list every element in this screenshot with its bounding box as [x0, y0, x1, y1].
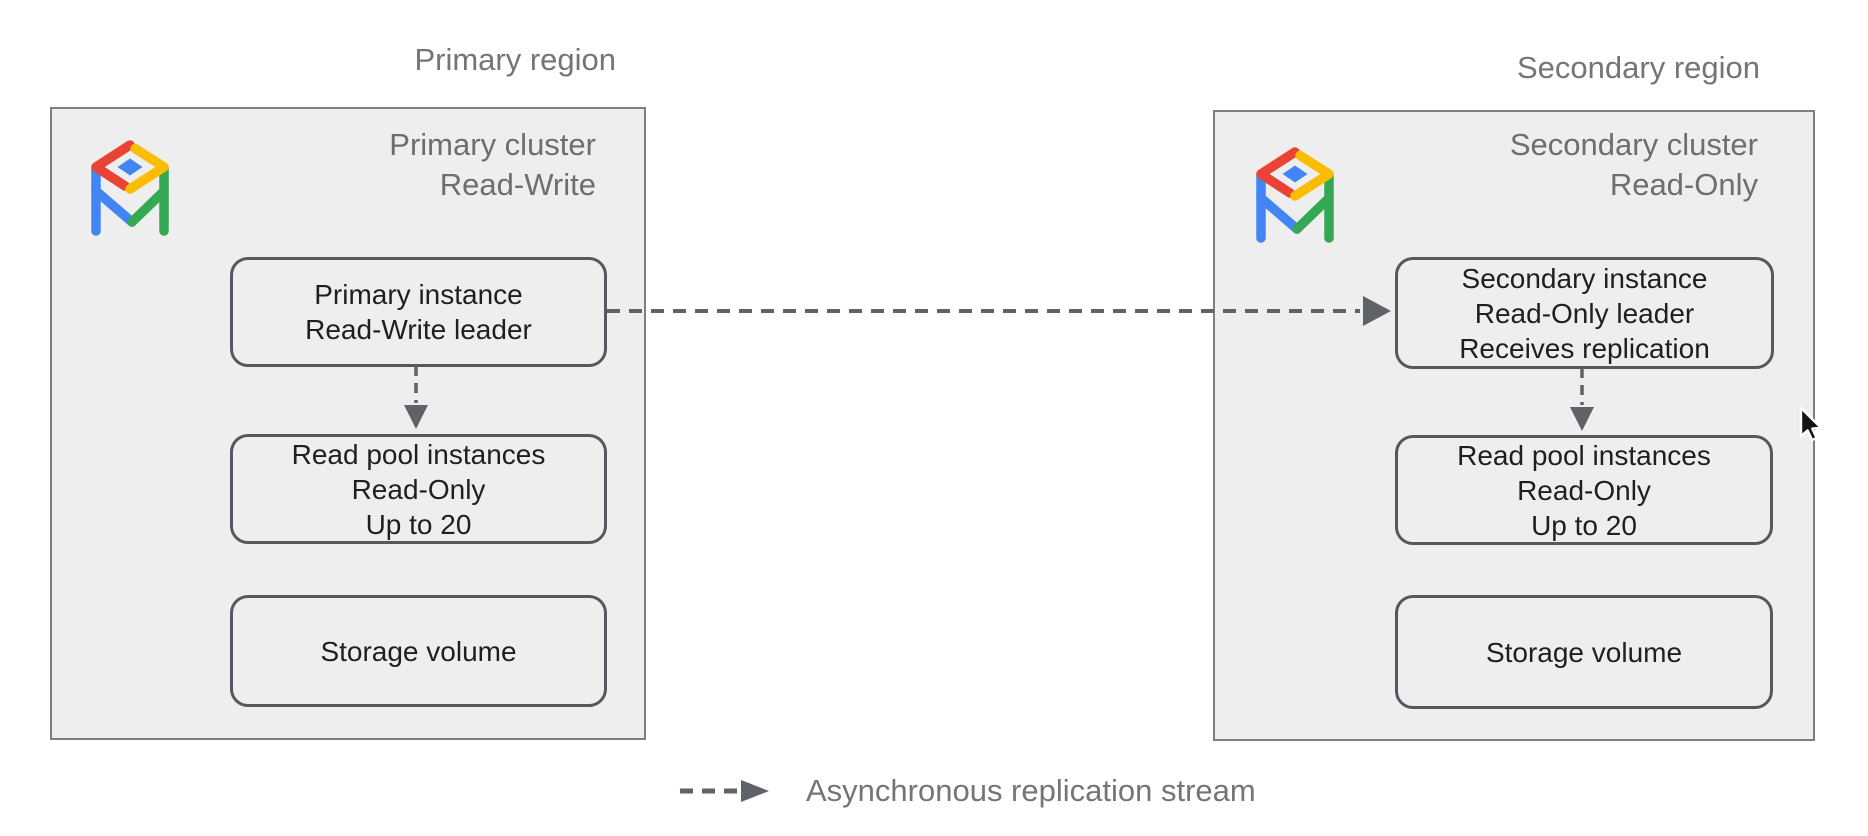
primary-read-pool-node: Read pool instances Read-Only Up to 20: [230, 434, 607, 544]
icon-right-beam: [1292, 193, 1334, 234]
node-line: Read-Write leader: [305, 314, 532, 345]
node-line: Storage volume: [320, 635, 517, 667]
legend-label: Asynchronous replication stream: [806, 773, 1256, 808]
node-line: Secondary instance: [1461, 262, 1708, 294]
node-line: Read pool instances: [1457, 439, 1711, 471]
alloydb-icon: [1256, 147, 1334, 243]
node-line: Receives replication: [1459, 332, 1710, 364]
primary-instance-node: Primary instance Read-Write leader: [230, 257, 607, 367]
secondary-region-label: Secondary region: [1517, 50, 1760, 85]
mouse-cursor: [1799, 406, 1823, 442]
primary-cluster-box: Primary cluster Read-Write Primary insta…: [50, 107, 646, 740]
node-line: Up to 20: [365, 508, 472, 540]
primary-cluster-title: Primary cluster Read-Write: [389, 125, 596, 205]
icon-center-diamond: [1282, 165, 1308, 183]
icon-top-red-edge: [1256, 147, 1300, 198]
node-line: Up to 20: [1531, 509, 1637, 541]
node-line: Read-Only: [1517, 474, 1651, 506]
icon-top-yellow-edge: [1290, 150, 1334, 201]
cluster-title-line: Primary cluster: [389, 127, 596, 162]
icon-left-beam: [1256, 193, 1302, 234]
primary-storage-volume-node: Storage volume: [230, 595, 607, 707]
primary-region-label: Primary region: [414, 42, 616, 77]
secondary-cluster-title: Secondary cluster Read-Only: [1510, 125, 1758, 205]
node-line: Read-Only leader: [1474, 297, 1695, 329]
icon-top-yellow-edge: [125, 143, 169, 194]
node-line: Read pool instances: [291, 438, 546, 470]
icon-right-beam: [127, 186, 169, 227]
cluster-title-line: Read-Write: [439, 167, 596, 202]
icon-center-diamond: [117, 158, 143, 176]
legend-arrow-head: [741, 780, 769, 802]
cluster-title-line: Read-Only: [1609, 167, 1758, 202]
secondary-storage-volume-node: Storage volume: [1395, 595, 1773, 709]
node-line: Primary instance: [314, 279, 523, 310]
secondary-instance-node: Secondary instance Read-Only leader Rece…: [1395, 257, 1774, 369]
cluster-title-line: Secondary cluster: [1509, 127, 1758, 162]
icon-top-red-edge: [91, 140, 135, 191]
secondary-cluster-box: Secondary cluster Read-Only Secondary in…: [1213, 110, 1815, 741]
icon-left-beam: [91, 186, 137, 227]
alloydb-icon: [91, 140, 169, 236]
node-line: Read-Only: [351, 473, 486, 505]
node-line: Storage volume: [1485, 636, 1683, 668]
secondary-read-pool-node: Read pool instances Read-Only Up to 20: [1395, 435, 1773, 545]
